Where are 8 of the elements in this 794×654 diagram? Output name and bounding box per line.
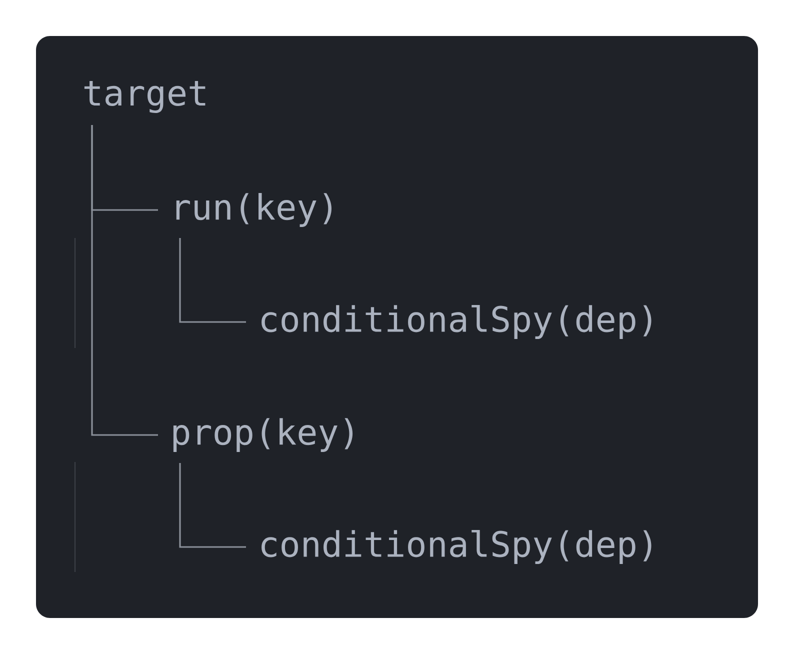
code-text: prop(key) [173, 418, 353, 452]
code-text: conditionalSpy(dep) [262, 304, 652, 340]
code-text: conditionalSpy(dep) [262, 530, 652, 564]
code-text: run(key) [176, 193, 332, 227]
tree-connector [179, 238, 246, 323]
code-text: target [84, 80, 206, 114]
tree-connector [179, 463, 246, 548]
tree-connector [91, 125, 158, 436]
